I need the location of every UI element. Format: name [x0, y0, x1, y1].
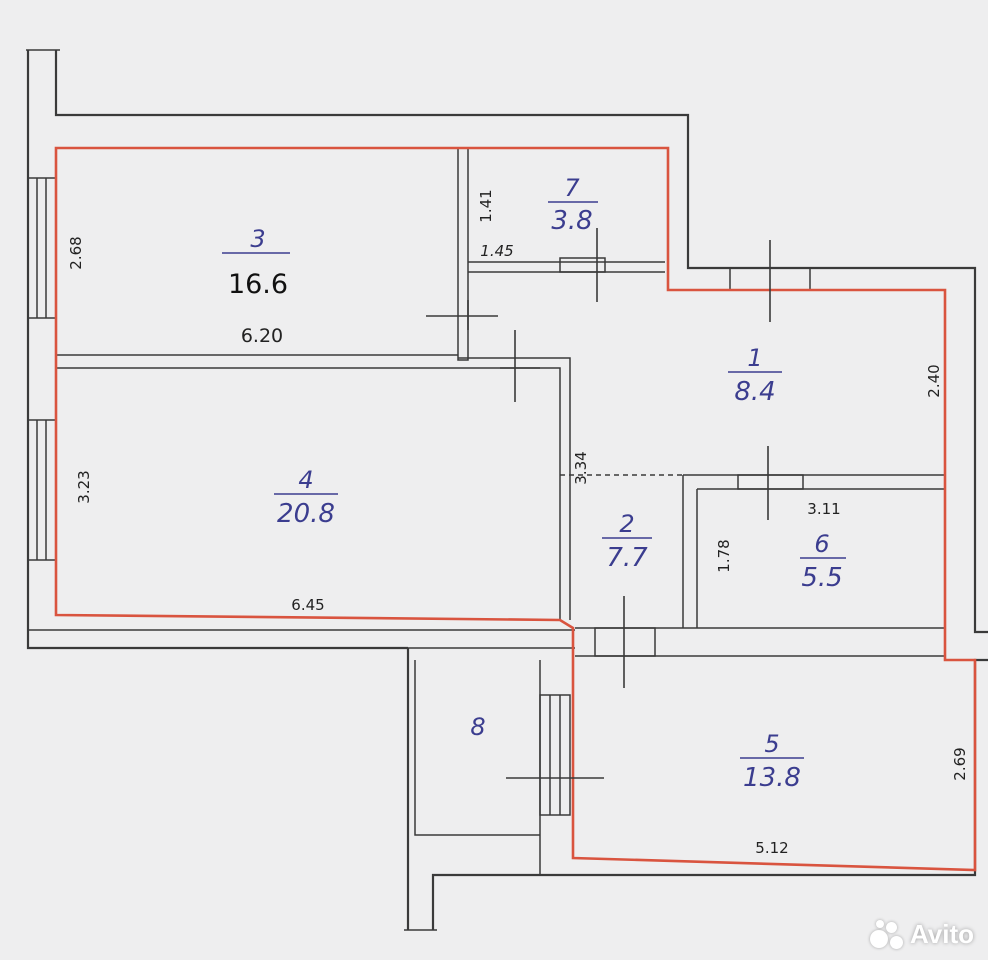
- room-6-label: 6 5.5: [800, 530, 846, 593]
- room-6-area: 5.5: [801, 563, 842, 593]
- room-6-number: 6: [814, 530, 829, 558]
- room-5-number: 5: [764, 730, 779, 758]
- room-2-label: 2 7.7: [602, 510, 652, 573]
- room-6-width-dim: 3.11: [807, 500, 840, 518]
- room-outlines: [54, 146, 977, 872]
- room-5-area: 13.8: [743, 763, 801, 793]
- room-7-height-dim: 1.41: [477, 189, 495, 222]
- room-1-number: 1: [747, 344, 762, 372]
- room-4-label: 4 20.8: [274, 466, 338, 529]
- avito-watermark-text: Avito: [909, 919, 974, 949]
- room-7-number: 7: [564, 174, 580, 202]
- room-7-area: 3.8: [551, 206, 592, 236]
- room-3-width-dim: 6.20: [241, 325, 283, 347]
- room-4-width-dim: 6.45: [291, 596, 324, 614]
- dimension-labels: 2.68 6.20 1.41 1.45 2.40 3.34 3.23 6.45 …: [67, 189, 969, 857]
- room-4-area: 20.8: [277, 499, 335, 529]
- room-4-number: 4: [298, 466, 313, 494]
- avito-watermark: Avito: [869, 919, 974, 950]
- room-1-label: 1 8.4: [728, 344, 782, 407]
- room-7-label: 7 3.8: [548, 174, 598, 236]
- room-5-width-dim: 5.12: [755, 839, 788, 857]
- room-7-width-dim: 1.45: [480, 242, 513, 260]
- door-markers: [426, 228, 771, 779]
- room-5-label: 5 13.8: [740, 730, 804, 793]
- room-3-label: 3 16.6: [222, 225, 290, 300]
- room-3-area: 16.6: [228, 269, 288, 300]
- windows: [27, 177, 811, 816]
- room-3-height-dim: 2.68: [67, 236, 85, 269]
- room-2-number: 2: [619, 510, 634, 538]
- room-1-area: 8.4: [734, 377, 775, 407]
- room-3-number: 3: [250, 225, 265, 253]
- room-8-label: 8: [470, 713, 485, 741]
- room-2-height-dim: 3.34: [572, 451, 590, 484]
- avito-logo-icon: [869, 919, 904, 950]
- interior-walls: [28, 148, 945, 657]
- room-2-area: 7.7: [606, 543, 648, 573]
- room-8-number: 8: [470, 713, 485, 741]
- outer-walls: [26, 49, 988, 931]
- room-1-height-dim: 2.40: [925, 364, 943, 397]
- room-6-height-dim: 1.78: [715, 539, 733, 572]
- room-4-height-dim: 3.23: [75, 470, 93, 503]
- room-5-height-dim: 2.69: [951, 747, 969, 780]
